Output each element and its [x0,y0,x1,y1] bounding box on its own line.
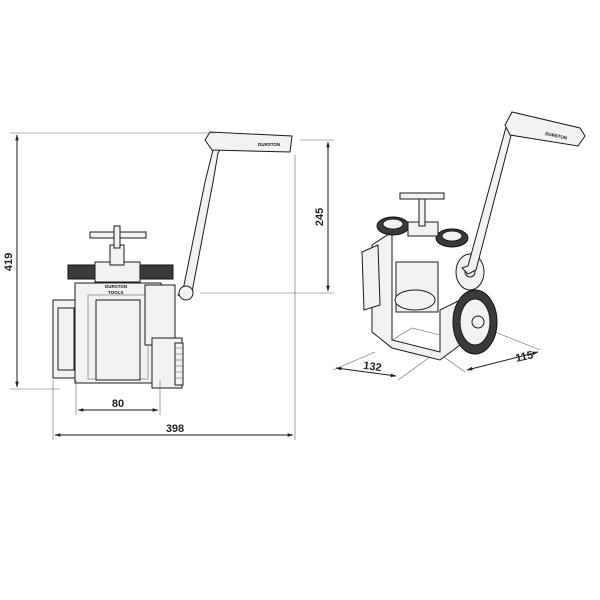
crank-handle-iso: DURSTON [461,111,586,275]
body-brand-text-1: DURSTON [105,284,127,289]
dim-115: 115 [514,349,534,364]
dim-419: 419 [3,253,15,271]
iso-top-gears [376,192,469,248]
handle-brand-text: DURSTON [258,142,280,147]
iso-right-gear [452,253,498,355]
dim-132: 132 [362,360,382,374]
crank-handle-front: DURSTON [177,131,293,301]
isometric-view: DURSTON [361,111,586,361]
front-view: DURSTON DURSTON TOOLS [52,131,293,389]
dimension-lines [10,132,541,440]
body-brand-text-2: TOOLS [108,290,123,295]
dim-80: 80 [112,398,124,410]
iso-handle-brand-text: DURSTON [545,131,568,141]
top-gear-bar [67,225,174,283]
dim-245: 245 [314,208,326,226]
side-gear [174,342,184,386]
dimension-labels: 419 245 80 398 132 115 [3,208,534,435]
dim-398: 398 [166,423,184,435]
